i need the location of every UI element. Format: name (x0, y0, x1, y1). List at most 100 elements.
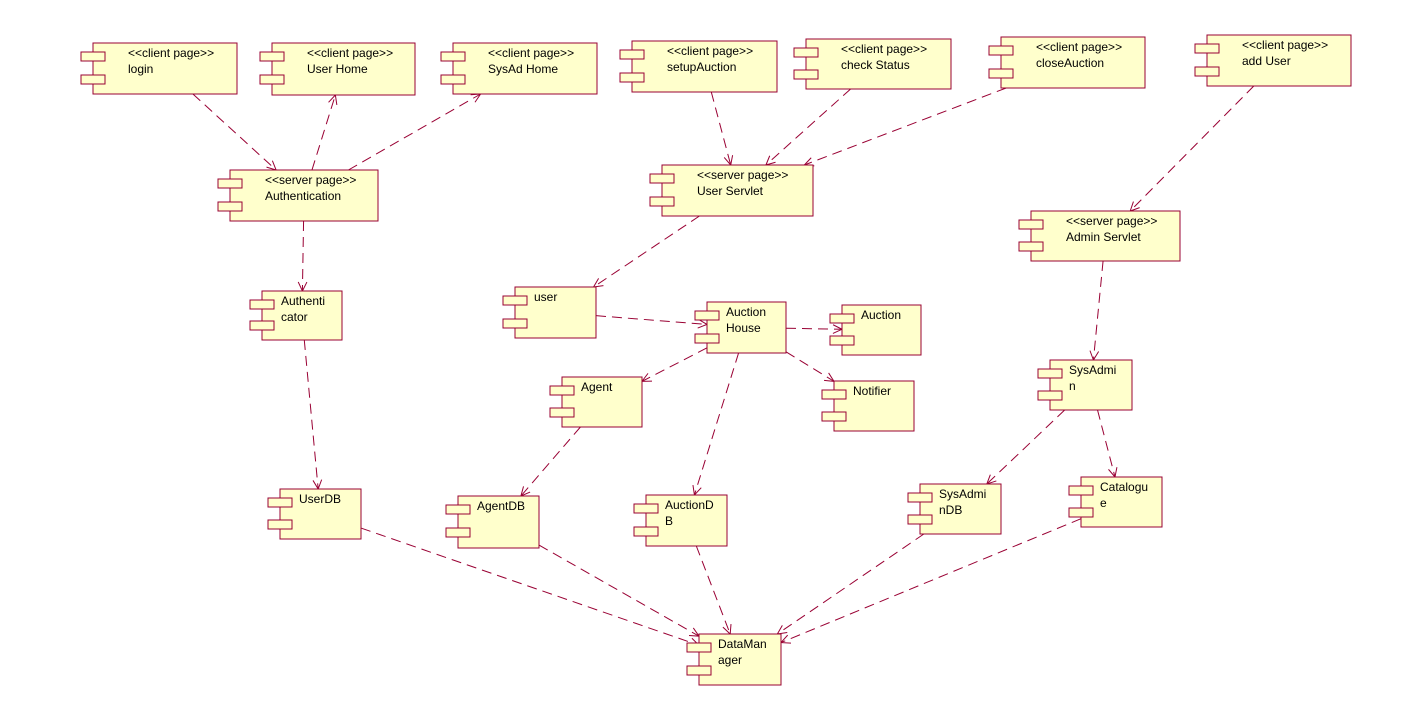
component-body (1030, 210, 1181, 262)
component-stereotype: <<client page>> (1242, 38, 1328, 52)
component-close-auction[interactable]: <<client page>>closeAuction (988, 36, 1146, 89)
component-tab-icon (259, 51, 285, 62)
component-label: AgentDB (477, 499, 525, 513)
component-tab-icon (502, 295, 528, 306)
dependency-line (1129, 85, 1255, 212)
component-tab-icon (1194, 66, 1220, 77)
component-tab-icon (988, 45, 1014, 56)
component-tab-icon (1037, 390, 1063, 401)
component-tab-icon (829, 335, 855, 346)
component-label: user (534, 290, 557, 304)
dependency-login-to-authentication (192, 93, 277, 171)
component-agent[interactable]: Agent (549, 376, 643, 428)
dependency-add-user-to-admin-servlet (1129, 85, 1255, 212)
component-layer: <<client page>>login<<client page>>User … (80, 34, 1352, 686)
dependency-line (641, 347, 708, 382)
dependency-check-status-to-user-servlet (765, 88, 851, 166)
component-label: setupAuction (667, 60, 736, 74)
component-tab-icon (217, 178, 243, 189)
dependency-line (595, 315, 708, 325)
dependency-line (593, 215, 700, 288)
component-body (561, 376, 643, 428)
dependency-setup-auction-to-user-servlet (710, 91, 734, 167)
component-tab-icon (445, 504, 471, 515)
component-tab-icon (907, 492, 933, 503)
component-auction[interactable]: Auction (829, 304, 922, 356)
component-label: DataMan (718, 637, 767, 651)
component-sysadmindb[interactable]: SysAdmi nDB (907, 483, 1002, 535)
component-body (261, 290, 343, 341)
component-tab-icon (1018, 241, 1044, 252)
component-tab-icon (1018, 219, 1044, 230)
dependency-line (765, 88, 851, 166)
component-stereotype: <<server page>> (265, 173, 356, 187)
component-body (833, 380, 915, 432)
component-tab-icon (1068, 485, 1094, 496)
component-tab-icon (1037, 368, 1063, 379)
dependency-line (1092, 260, 1104, 361)
component-authentication[interactable]: <<server page>>Authentication (217, 169, 379, 222)
dependency-layer (192, 85, 1255, 647)
component-check-status[interactable]: <<client page>>check Status (793, 38, 952, 90)
dependency-line (695, 545, 731, 635)
dependency-line (520, 426, 581, 497)
component-tab-icon (686, 642, 712, 653)
component-body (1206, 34, 1352, 87)
component-label: login (128, 62, 153, 76)
component-label: Notifier (853, 384, 891, 398)
component-label: nDB (939, 503, 962, 517)
component-tab-icon (259, 74, 285, 85)
component-admin-servlet[interactable]: <<server page>>Admin Servlet (1018, 210, 1181, 262)
dependency-auction-house-to-auction (785, 324, 844, 334)
component-stereotype: <<client page>> (488, 46, 574, 60)
component-tab-icon (821, 389, 847, 400)
component-user-servlet[interactable]: <<server page>>User Servlet (649, 164, 814, 217)
component-label: Agent (581, 380, 613, 394)
dependency-auction-house-to-notifier (785, 351, 835, 382)
component-catalogue[interactable]: Catalogu e (1068, 476, 1163, 528)
dependency-line (780, 518, 1082, 644)
component-body (1080, 476, 1163, 528)
component-userdb[interactable]: UserDB (267, 488, 362, 540)
component-body (271, 42, 416, 96)
dependency-auctiondb-to-datamanager (695, 545, 732, 636)
component-label: cator (281, 310, 308, 324)
component-tab-icon (445, 527, 471, 538)
component-sysad-home[interactable]: <<client page>>SysAd Home (440, 42, 598, 95)
component-body (452, 42, 598, 95)
component-tab-icon (1068, 507, 1094, 518)
component-agentdb[interactable]: AgentDB (445, 495, 540, 549)
dependency-line (301, 220, 305, 292)
component-notifier[interactable]: Notifier (821, 380, 915, 432)
component-tab-icon (440, 74, 466, 85)
dependency-line (538, 544, 700, 637)
component-stereotype: <<client page>> (307, 46, 393, 60)
component-body (698, 633, 782, 686)
component-body (1049, 359, 1133, 411)
component-label: closeAuction (1036, 56, 1104, 70)
component-label: e (1100, 496, 1107, 510)
component-login[interactable]: <<client page>>login (80, 42, 238, 95)
component-setup-auction[interactable]: <<client page>>setupAuction (619, 40, 778, 93)
dependency-line (785, 351, 835, 382)
component-stereotype: <<server page>> (1066, 214, 1157, 228)
component-body (805, 38, 952, 90)
component-label: SysAdmi (939, 487, 986, 501)
component-user-home[interactable]: <<client page>>User Home (259, 42, 416, 96)
component-label: Catalogu (1100, 480, 1148, 494)
component-body (279, 488, 362, 540)
component-user[interactable]: user (502, 286, 597, 339)
component-tab-icon (694, 333, 720, 344)
component-label: UserDB (299, 492, 341, 506)
dependency-line (777, 533, 925, 635)
component-tab-icon (267, 497, 293, 508)
dependency-close-auction-to-user-servlet (803, 87, 1007, 167)
component-body (1000, 36, 1146, 89)
component-add-user[interactable]: <<client page>>add User (1194, 34, 1352, 87)
component-body (645, 494, 728, 547)
